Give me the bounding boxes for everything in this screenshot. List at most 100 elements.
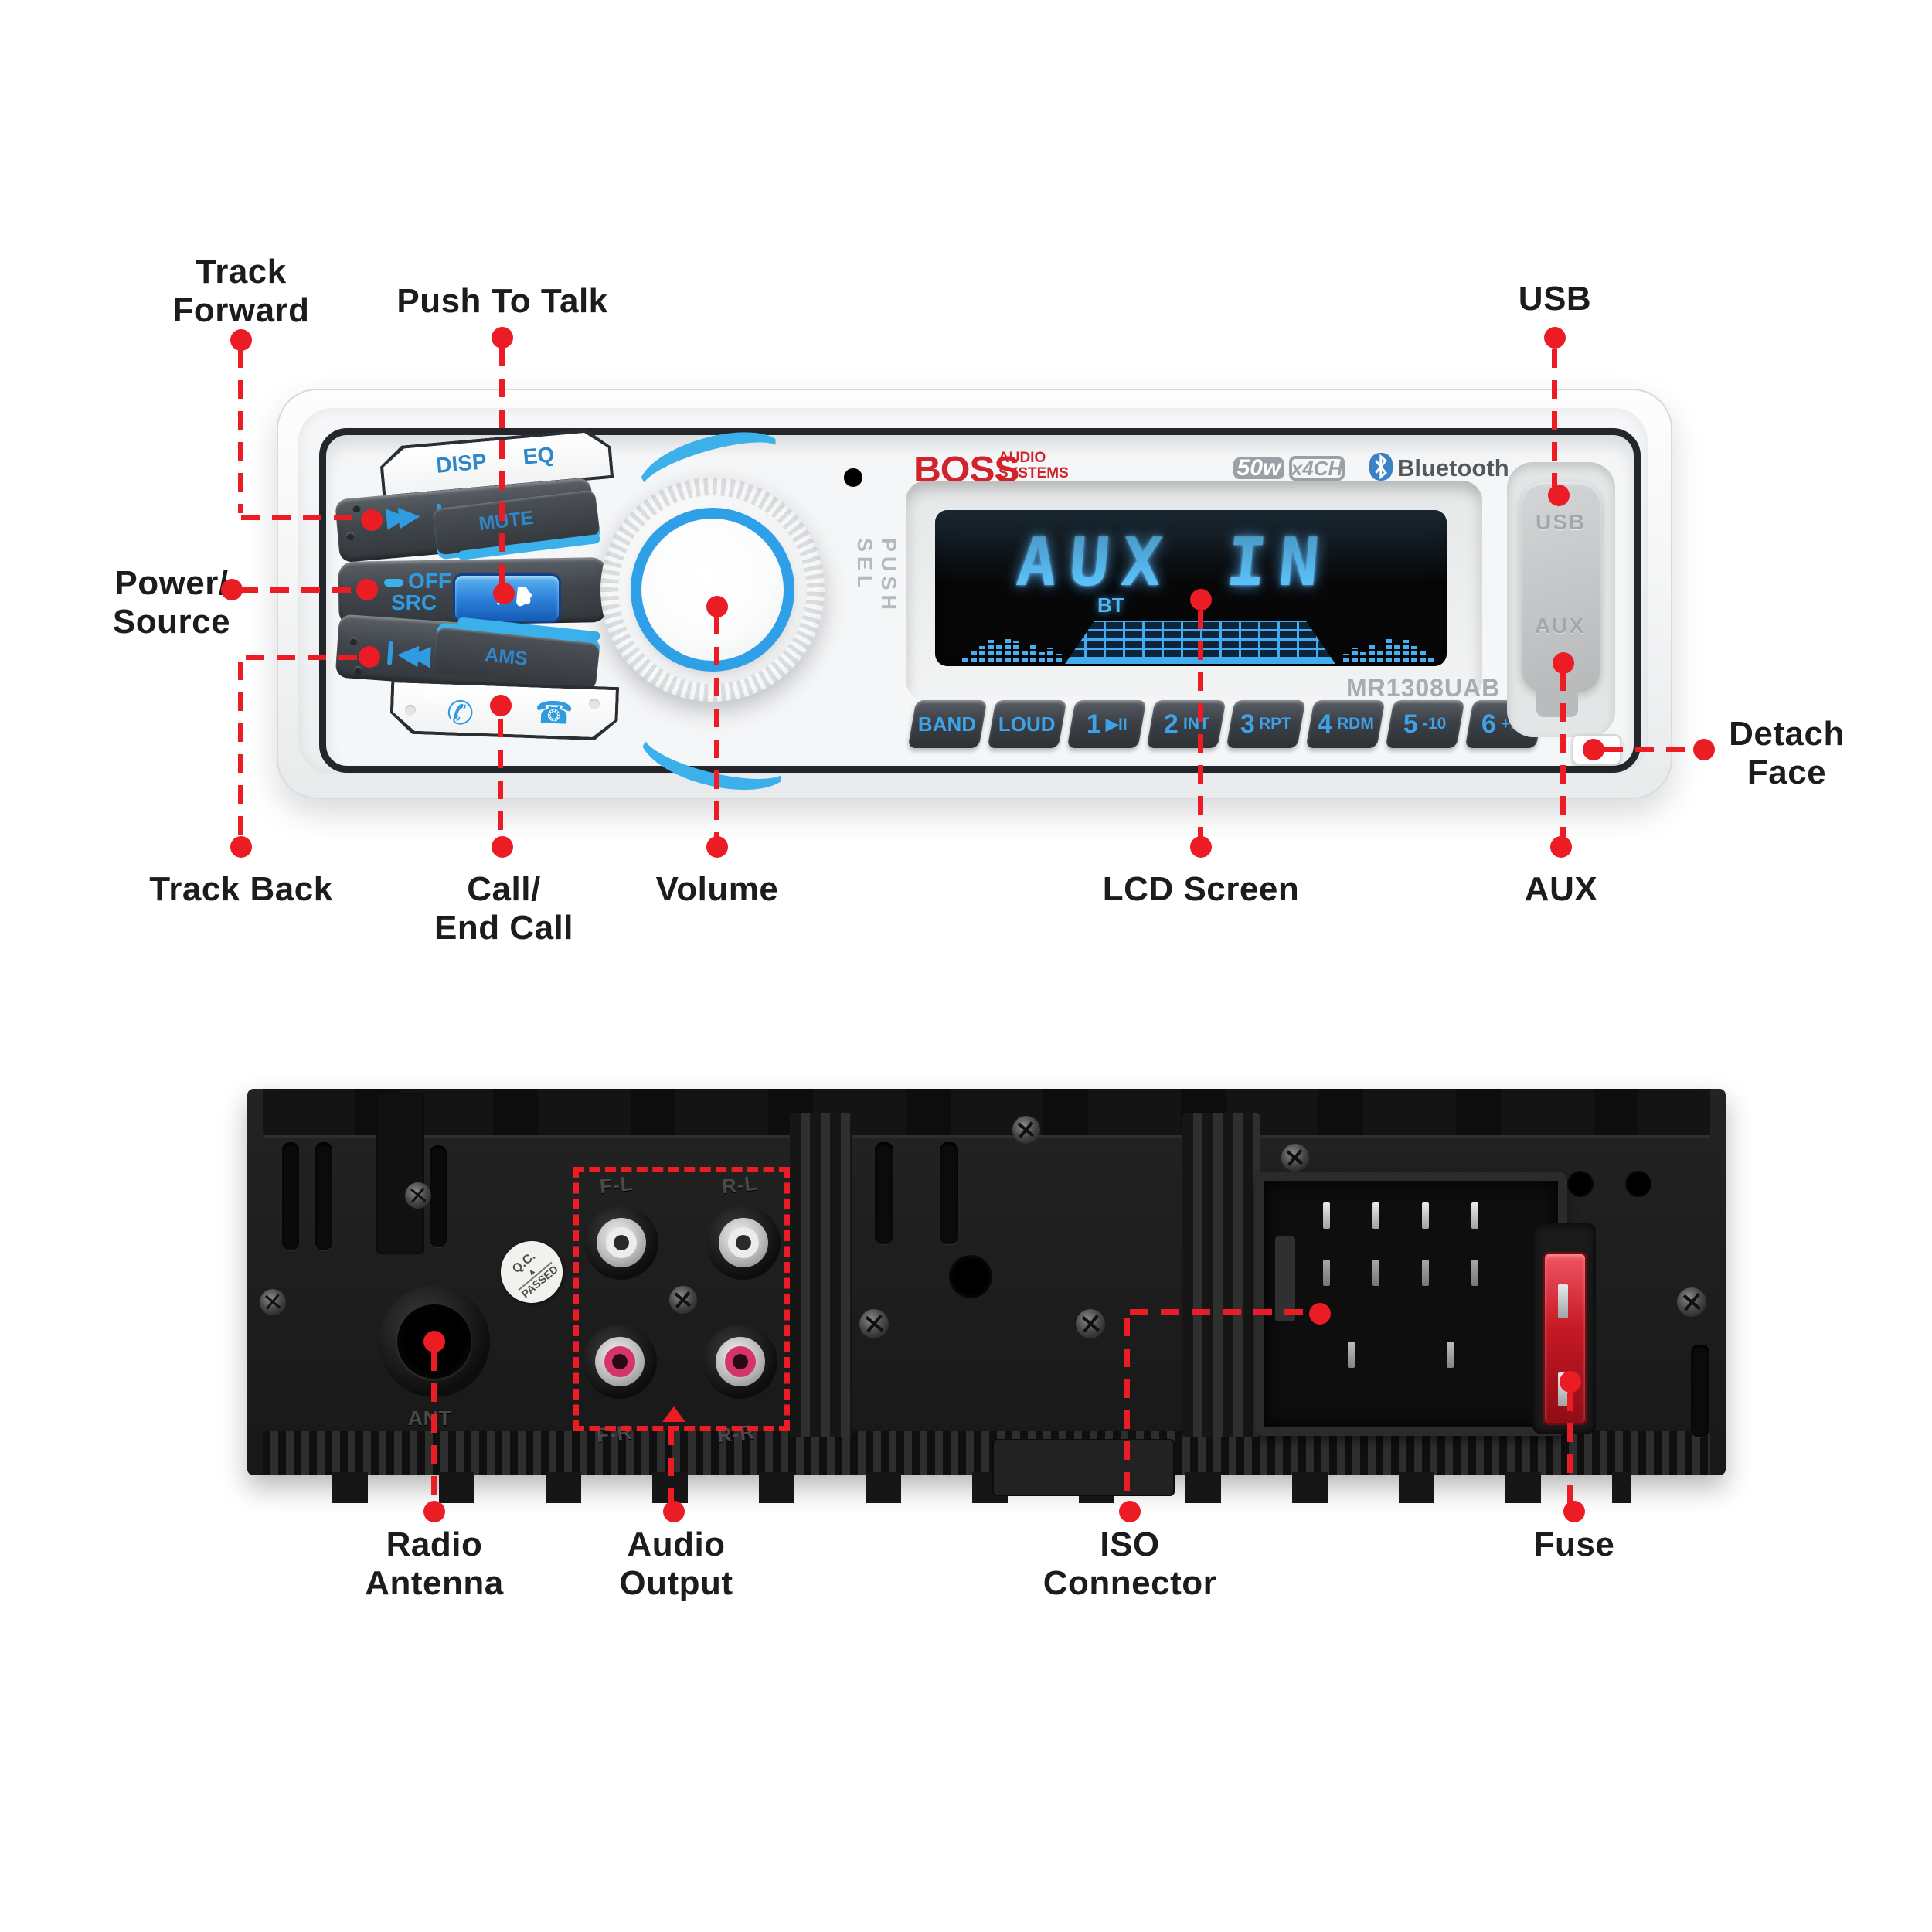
mount-hole	[1625, 1171, 1651, 1197]
callout-radio-antenna: Radio Antenna	[365, 1526, 504, 1603]
mic-hole-icon	[844, 468, 862, 487]
power-badge-4ch: x4CH	[1289, 456, 1345, 481]
callout-dot	[1119, 1501, 1141, 1522]
key3-sub: RPT	[1259, 715, 1292, 733]
callout-volume-line1: Volume	[655, 870, 779, 908]
callout-aux: AUX	[1525, 870, 1597, 909]
volume-knob-face	[631, 508, 794, 672]
callout-iso-connector: ISO Connector	[1043, 1526, 1217, 1603]
screw-icon	[1281, 1144, 1309, 1172]
screw-icon	[1012, 1116, 1040, 1144]
callout-dot	[1550, 836, 1572, 858]
vent-slot	[282, 1142, 299, 1250]
callout-call-end-call: Call/ End Call	[434, 870, 573, 947]
callout-dot	[706, 836, 728, 858]
callout-power-source: Power/ Source	[113, 564, 230, 641]
callout-line	[238, 662, 243, 838]
model-number: MR1308UAB	[1346, 674, 1501, 702]
key5-num: 5	[1403, 709, 1419, 739]
band-key-label: BAND	[918, 712, 977, 736]
callout-dot	[356, 579, 378, 600]
preset-key-5[interactable]: 5-10	[1385, 700, 1465, 748]
iso-pin	[1471, 1260, 1478, 1286]
callout-line	[668, 1427, 674, 1504]
callout-iso-line2: Connector	[1043, 1564, 1217, 1602]
callout-call-line2: End Call	[434, 909, 574, 947]
boss-logo-systems: SYSTEMS	[998, 465, 1069, 481]
vent-slot	[940, 1142, 958, 1244]
callout-fuse: Fuse	[1534, 1526, 1615, 1564]
call-button[interactable]: ✆	[446, 693, 475, 733]
callout-push-to-talk: Push To Talk	[396, 282, 607, 321]
vent-slot	[875, 1142, 893, 1244]
push-sel-label: PUSH SEL	[853, 538, 900, 615]
callout-detach-line1: Detach	[1729, 715, 1845, 753]
iso-pin	[1323, 1260, 1330, 1286]
callout-line	[714, 616, 719, 838]
rca-core-white	[728, 1227, 759, 1258]
cover-pull-tab[interactable]	[1536, 685, 1578, 717]
eq-button[interactable]: EQ	[522, 442, 556, 469]
screw-icon	[859, 1309, 889, 1338]
callout-line	[1130, 1309, 1315, 1315]
screw-icon	[405, 1182, 431, 1209]
screw-icon	[354, 666, 362, 675]
callout-dot	[1190, 836, 1212, 858]
key2-num: 2	[1163, 709, 1179, 739]
vent-slot	[430, 1145, 447, 1247]
callout-dot	[361, 509, 383, 531]
key3-num: 3	[1240, 709, 1255, 739]
callout-line	[1124, 1318, 1130, 1503]
bluetooth-icon	[1369, 453, 1393, 481]
callout-dot	[1693, 739, 1715, 760]
callout-line	[1198, 611, 1203, 838]
callout-audio-line1: Audio	[627, 1526, 726, 1563]
callout-dot	[706, 596, 728, 617]
callout-line	[498, 719, 503, 838]
callout-dot	[493, 583, 515, 604]
callout-track-forward-line2: Forward	[172, 291, 310, 329]
callout-audio-output: Audio Output	[619, 1526, 733, 1603]
callout-dot	[230, 329, 252, 351]
usb-port-label: USB	[1536, 510, 1587, 534]
iso-pin	[1372, 1260, 1379, 1286]
key1-sub: ▶II	[1105, 715, 1128, 733]
fuse-slot	[1558, 1284, 1568, 1318]
callout-detach-face: Detach Face	[1729, 715, 1845, 792]
callout-usb: USB	[1519, 280, 1591, 318]
power-badge-50w: 50w	[1233, 455, 1284, 481]
callout-line	[1604, 747, 1696, 752]
callout-line	[499, 348, 505, 586]
screw-icon	[1076, 1309, 1105, 1338]
keyhole	[949, 1255, 992, 1298]
callout-line	[1552, 349, 1557, 487]
callout-line	[246, 655, 362, 660]
callout-track-forward-line1: Track	[196, 253, 287, 291]
callout-aux-line1: AUX	[1524, 870, 1598, 908]
mount-notch	[376, 1093, 424, 1254]
band-key[interactable]: BAND	[907, 700, 988, 748]
preset-key-1[interactable]: 1▶II	[1066, 700, 1147, 748]
callout-dot	[490, 695, 512, 716]
track-forward-icon: ▶▶	[385, 499, 413, 534]
plate-screw-icon	[405, 705, 416, 716]
rca-core-white	[606, 1227, 637, 1258]
heatsink-fins	[1182, 1113, 1260, 1437]
callout-dot	[221, 579, 243, 600]
loud-key[interactable]: LOUD	[987, 700, 1067, 748]
callout-track-back-line1: Track Back	[149, 870, 333, 908]
callout-line	[240, 587, 359, 593]
iso-connector[interactable]	[1255, 1172, 1567, 1436]
iso-latch	[1275, 1236, 1295, 1321]
callout-iso-line1: ISO	[1100, 1526, 1160, 1563]
iso-pin	[1372, 1202, 1379, 1229]
lcd-sheen	[935, 510, 1447, 666]
end-call-button[interactable]: ☎	[534, 695, 574, 732]
key1-num: 1	[1086, 709, 1101, 739]
callout-detach-line2: Face	[1747, 753, 1827, 791]
iso-pin	[1348, 1342, 1355, 1368]
rear-top-tabs	[263, 1089, 1710, 1138]
